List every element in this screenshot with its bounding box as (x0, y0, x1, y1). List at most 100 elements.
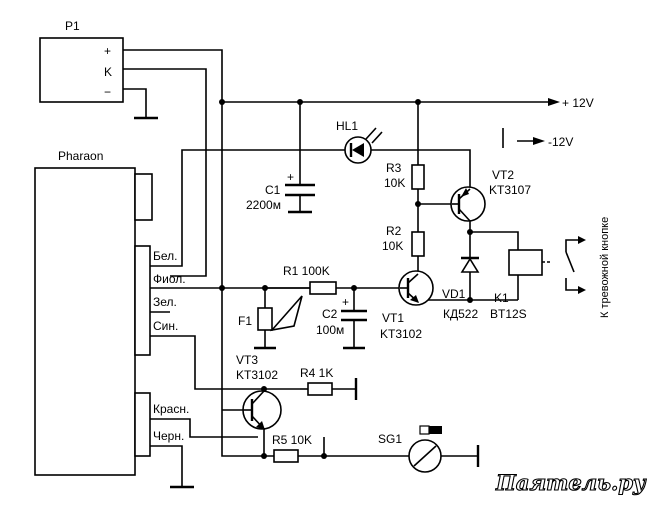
k1-arrow-top (578, 236, 586, 244)
wire-label-blue: Син. (153, 319, 178, 333)
c1-plus-mark: + (287, 170, 294, 184)
p1-plus-wire (123, 49, 223, 102)
c1-capacitor: + C1 2200м (246, 102, 315, 214)
plus12v-left-bus (221, 102, 420, 457)
r5-resistor (273, 449, 299, 463)
c2-capacitor: + C2 100м (316, 288, 367, 350)
vt3-emitter-arrow (256, 421, 265, 430)
hl1-led: HL1 (336, 119, 383, 164)
hl1-ray (365, 127, 377, 140)
p1-box (39, 37, 124, 103)
vt3-ref: VT3 (236, 353, 258, 367)
c2-plus-mark: + (342, 295, 349, 309)
sg1-magnet-light (419, 425, 430, 435)
r1-resistor (309, 281, 337, 295)
vt3-transistor: VT3 KT3102 (236, 353, 282, 430)
vd1-triangle (460, 257, 480, 273)
r5-label: R5 10K (272, 433, 312, 447)
vd1-diode: VD1 КД522 (442, 256, 480, 321)
k1-relay: K1 BT12S (490, 249, 543, 321)
vt1-transistor: VT1 KT3102 (380, 270, 434, 341)
vd1-ref: VD1 (442, 287, 466, 301)
vt2-emitter-arrow (461, 188, 469, 197)
watermark: Паяmель.ру (495, 470, 647, 495)
junction-dot (261, 453, 267, 459)
r4-label: R4 1K (300, 366, 333, 380)
sg1-label: SG1 (378, 432, 402, 446)
minus12v-label: -12V (548, 135, 573, 149)
sg1-contact (413, 445, 437, 467)
k1-supply-wire (470, 231, 519, 250)
r3-resistor (411, 164, 425, 190)
pharaon-connector-main (134, 245, 151, 356)
wire-label-red: Красн. (153, 402, 189, 416)
r2-ref: R2 (386, 224, 402, 238)
k1-ref: K1 (494, 291, 509, 305)
k1-contact-blade (565, 251, 575, 273)
r2-value: 10K (382, 239, 403, 253)
f1-horn (269, 295, 303, 332)
junction-dot (219, 285, 225, 291)
f1-label: F1 (238, 314, 252, 328)
white-wire (150, 149, 345, 267)
r1-label: R1 100K (283, 264, 330, 278)
sg1-magnet-dark (420, 426, 442, 434)
junction-dot (467, 297, 473, 303)
wire-label-green: Зел. (153, 295, 177, 309)
vt1-emitter-arrow (410, 295, 419, 303)
minus12v-arrow (533, 137, 545, 145)
pharaon-block: Pharaon (34, 149, 153, 476)
vt2-collector-leg (458, 208, 471, 222)
pharaon-connector-top (134, 173, 153, 221)
c2-ref: C2 (322, 307, 338, 321)
vt1-type: KT3102 (380, 327, 422, 341)
red-wire-stub (150, 418, 258, 438)
wire-label-violet: Фиол. (153, 272, 186, 286)
k1-contact-bottom (565, 278, 580, 291)
vd1-type: КД522 (443, 307, 478, 321)
vt2-transistor: VT2 KT3107 (450, 168, 531, 222)
sg1-reed-switch: SG1 (378, 425, 442, 473)
hl1-ray (371, 131, 383, 144)
c1-value: 2200м (246, 198, 281, 212)
k1-coil (508, 249, 543, 276)
black-wire (150, 445, 183, 487)
hl1-label: HL1 (336, 119, 358, 133)
k1-switch-contact (565, 236, 586, 294)
plus12v-label: + 12V (562, 96, 594, 110)
r2-resistor (411, 231, 425, 257)
r3-ref: R3 (386, 161, 402, 175)
vt1-collector-leg (407, 273, 419, 284)
vt2-ref: VT2 (492, 168, 514, 182)
p1-minus-wire (123, 88, 147, 118)
p1-block: P1 + K − (39, 19, 124, 103)
p1-pin-minus: − (104, 85, 111, 99)
wire-label-black: Черн. (153, 429, 184, 443)
p1-pin-k: K (104, 65, 112, 79)
vt3-collector-leg (251, 390, 265, 405)
hl1-to-vt2 (371, 149, 471, 187)
k1-contact-top (565, 239, 580, 252)
vt3-type: KT3102 (236, 368, 278, 382)
c2-value: 100м (316, 323, 344, 337)
pharaon-connector-power (134, 392, 151, 457)
plus12v-arrow (548, 98, 560, 106)
wire-label-white: Бел. (153, 249, 178, 263)
vt2-type: KT3107 (489, 183, 531, 197)
vt1-ref: VT1 (382, 311, 404, 325)
f1-body (257, 307, 273, 331)
pharaon-box (34, 167, 136, 476)
f1-sensor: F1 (238, 288, 303, 350)
k1-arrow-bottom (578, 286, 586, 294)
c1-ref: C1 (265, 183, 281, 197)
r4-resistor (307, 382, 333, 396)
k1-type: BT12S (490, 307, 527, 321)
p1-k-wire (123, 68, 207, 277)
alarm-button-label: К тревожной кнопке (599, 217, 611, 318)
p1-label: P1 (65, 19, 80, 33)
r3-value: 10K (384, 176, 405, 190)
pharaon-label: Pharaon (58, 149, 103, 163)
blue-wire (150, 335, 300, 390)
hl1-triangle (352, 143, 364, 157)
